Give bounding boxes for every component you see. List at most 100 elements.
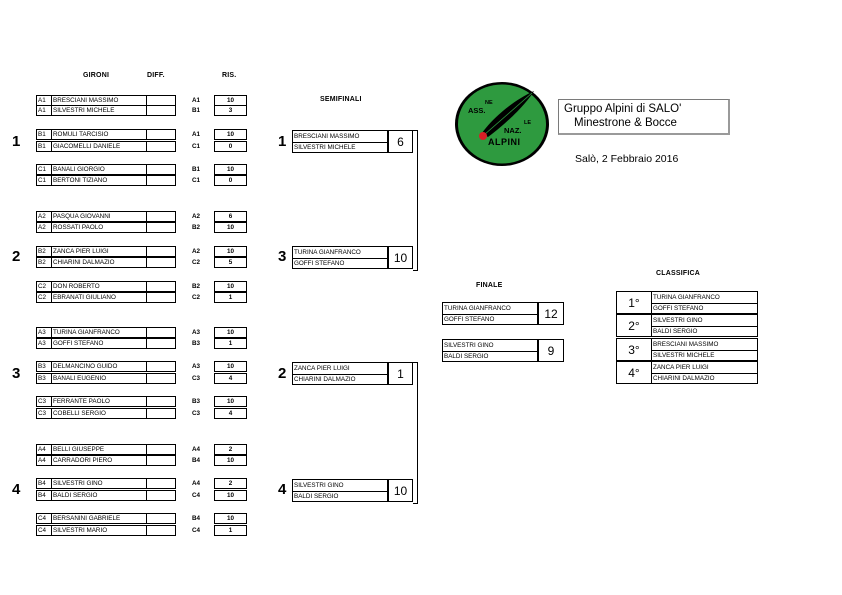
- player-name: BRESCIANI MASSIMO: [652, 339, 758, 351]
- group-number: 2: [12, 248, 21, 265]
- team-code: A2: [38, 212, 52, 222]
- player-name: BALDI SERGIO: [444, 353, 489, 360]
- diff-cell: [146, 374, 177, 383]
- group-number: 3: [12, 365, 21, 382]
- logo-ne: NE: [485, 100, 493, 106]
- ranking-row: 2° SILVESTRI GINO BALDI SERGIO: [616, 314, 758, 337]
- player-name: CHIARINI DALMAZIO: [294, 376, 356, 383]
- player-name: SILVESTRI MICHELE: [653, 352, 715, 359]
- match-score: 4: [214, 373, 247, 384]
- match-code: B3: [191, 398, 201, 405]
- player-name: SILVESTRI GINO: [652, 315, 758, 327]
- logo-le: LE: [524, 120, 532, 126]
- player-name: SILVESTRI GINO: [443, 340, 538, 352]
- match-score: 10: [214, 164, 247, 175]
- team-name: ROMULI TARCISIO: [53, 131, 109, 138]
- group-number: 1: [12, 133, 21, 150]
- team-code: C4: [38, 514, 52, 524]
- team-name: TURINA GIANFRANCO: [53, 329, 120, 336]
- player-name: BALDI SERGIO: [294, 493, 339, 500]
- player-name: GOFFI STEFANO: [294, 260, 345, 267]
- match-score: 0: [214, 141, 247, 152]
- team-code: B1: [38, 142, 52, 152]
- team-code: B3: [38, 374, 52, 384]
- team-code: C2: [38, 293, 52, 303]
- ris-header: RIS.: [222, 72, 237, 79]
- team-name: BELLI GIUSEPPE: [53, 446, 105, 453]
- team-name: PASQUA GIOVANNI: [53, 213, 111, 220]
- player-name: SILVESTRI GINO: [293, 480, 388, 492]
- match-score: 3: [214, 105, 247, 116]
- match-code: C2: [191, 259, 201, 266]
- match-code: B1: [191, 166, 201, 173]
- match-code: A1: [191, 131, 201, 138]
- diff-cell: [146, 514, 177, 523]
- match-code: C4: [191, 492, 201, 499]
- player-name: GOFFI STEFANO: [444, 316, 495, 323]
- team-code: B1: [38, 130, 52, 140]
- match-score: 10: [214, 455, 247, 466]
- semifinal-seed: 4: [278, 481, 287, 498]
- team-name: FERRANTE PAOLO: [53, 398, 110, 405]
- match-score: 10: [214, 396, 247, 407]
- match-code: A4: [191, 446, 201, 453]
- event-date: Salò, 2 Febbraio 2016: [575, 153, 679, 165]
- match-code: B2: [191, 283, 201, 290]
- semifinal-team: ZANCA PIER LUIGI CHIARINI DALMAZIO: [292, 362, 388, 385]
- match-score: 10: [214, 222, 247, 233]
- team-name: BERTONI TIZIANO: [53, 177, 108, 184]
- classifica-header: CLASSIFICA: [656, 270, 700, 277]
- match-code: C3: [191, 410, 201, 417]
- semifinal-team: SILVESTRI GINO BALDI SERGIO: [292, 479, 388, 502]
- team-name: CHIARINI DALMAZIO: [53, 259, 115, 266]
- group-number: 4: [12, 481, 21, 498]
- match-code: A4: [191, 480, 201, 487]
- match-code: B3: [191, 340, 201, 347]
- diff-cell: [146, 526, 177, 535]
- team-code: B3: [38, 362, 52, 372]
- diff-cell: [146, 282, 177, 291]
- team-code: B4: [38, 479, 52, 489]
- team-name: SILVESTRI GINO: [53, 480, 103, 487]
- team-name: GOFFI STEFANO: [53, 340, 104, 347]
- team-code: B4: [38, 491, 52, 501]
- alpini-logo: ASS. NE NAZ. LE ALPINI: [452, 79, 552, 169]
- team-code: C2: [38, 282, 52, 292]
- gironi-header: GIRONI: [83, 72, 110, 79]
- ranking-row: 4° ZANCA PIER LUIGI CHIARINI DALMAZIO: [616, 361, 758, 384]
- bracket-connector: [413, 362, 418, 504]
- team-code: C3: [38, 409, 52, 419]
- match-score: 0: [214, 175, 247, 186]
- semifinal-team: BRESCIANI MASSIMO SILVESTRI MICHELE: [292, 130, 388, 153]
- ranking-row: 3° BRESCIANI MASSIMO SILVESTRI MICHELE: [616, 338, 758, 361]
- diff-cell: [146, 293, 177, 302]
- match-score: 1: [214, 338, 247, 349]
- title-line-2: Minestrone & Bocce: [574, 117, 677, 129]
- player-name: ZANCA PIER LUIGI: [652, 362, 758, 374]
- semifinal-score: 10: [388, 479, 413, 502]
- match-code: B2: [191, 224, 201, 231]
- semifinali-header: SEMIFINALI: [320, 96, 362, 103]
- diff-cell: [146, 165, 177, 174]
- team-name: EBRANATI GIULIANO: [53, 294, 116, 301]
- match-score: 10: [214, 281, 247, 292]
- final-team: TURINA GIANFRANCO GOFFI STEFANO: [442, 302, 538, 325]
- ranking-position: 3°: [617, 339, 652, 360]
- diff-cell: [146, 142, 177, 151]
- match-code: A1: [191, 97, 201, 104]
- match-score: 4: [214, 408, 247, 419]
- team-name: BANALI EUGENIO: [53, 375, 107, 382]
- ranking-position: 4°: [617, 362, 652, 383]
- team-code: A3: [38, 328, 52, 338]
